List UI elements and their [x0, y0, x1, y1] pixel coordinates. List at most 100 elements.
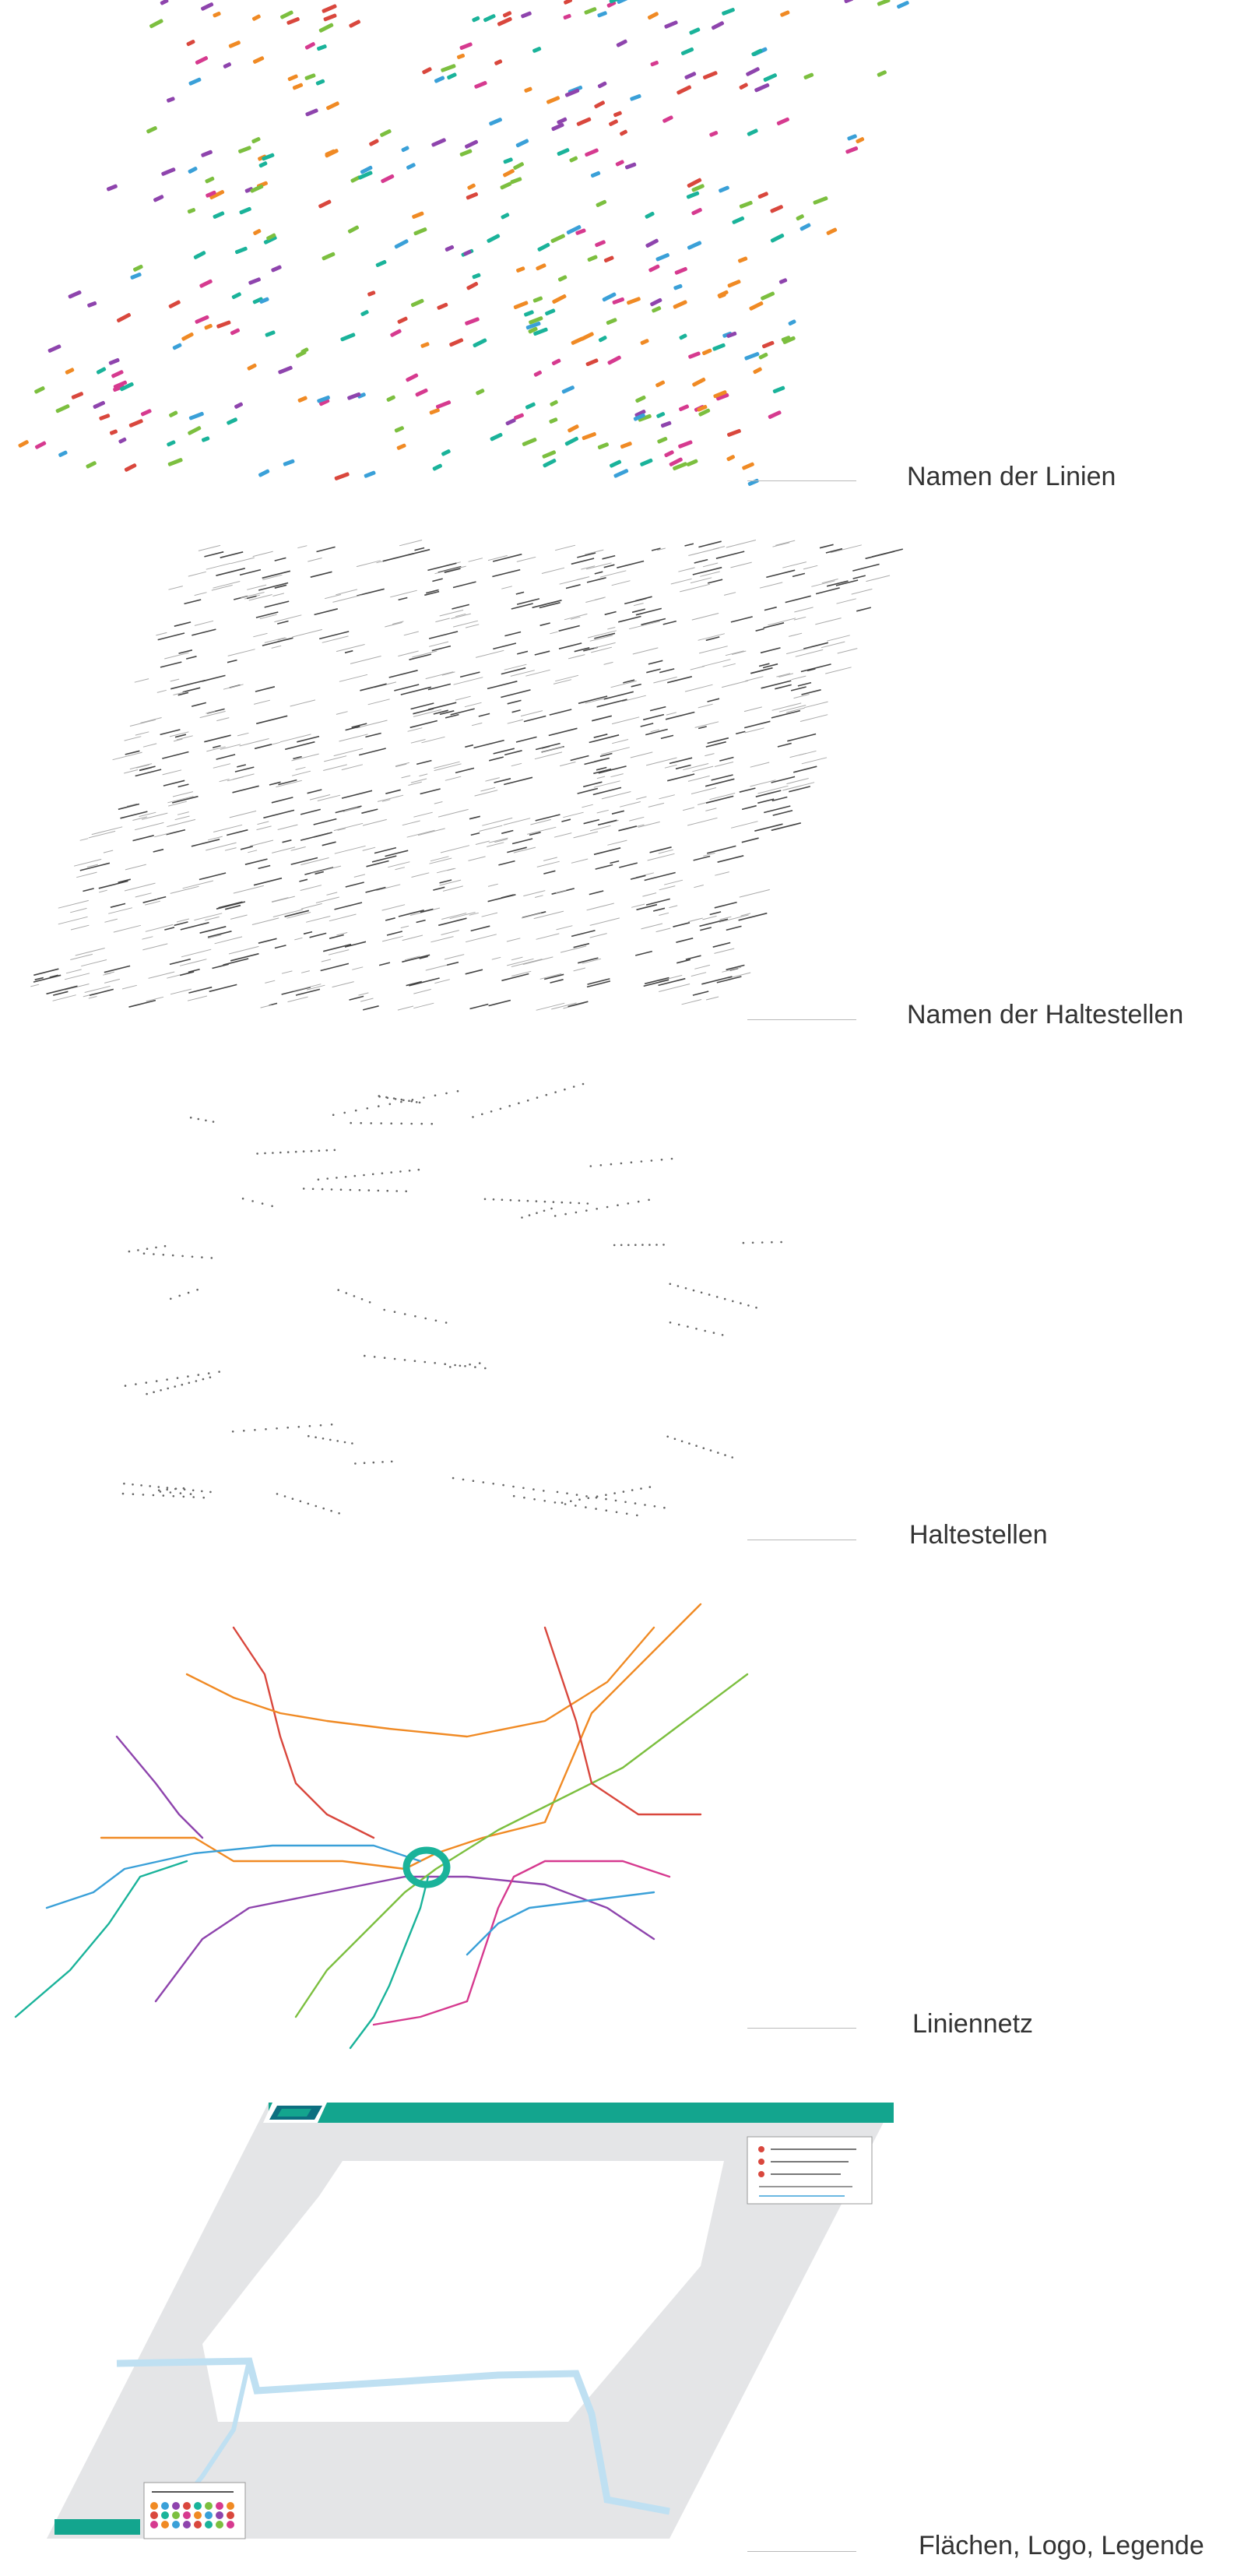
stop-name-text: [344, 649, 353, 654]
stop-name-text: [386, 931, 402, 936]
line-badge: [258, 469, 270, 477]
stop-dot: [349, 1188, 352, 1191]
network-line: [294, 1673, 749, 2018]
stop-name-text: [174, 815, 190, 821]
stop-dot: [201, 1256, 203, 1258]
stop-dot: [308, 1425, 311, 1427]
line-badge: [655, 253, 669, 262]
line-badge: [689, 27, 701, 35]
stop-name-text: [455, 767, 475, 774]
line-badge: [422, 67, 432, 75]
stop-name-text: [866, 575, 891, 582]
stop-name-text: [565, 584, 581, 589]
stop-name-text: [659, 885, 676, 891]
stop-name-text: [333, 822, 364, 832]
stop-name-text: [140, 717, 162, 723]
stop-name-text: [427, 562, 457, 572]
stop-name-text: [691, 787, 717, 794]
fare-zone-box: [143, 2482, 246, 2539]
stop-dot: [196, 1288, 199, 1291]
stop-name-text: [692, 566, 722, 575]
stop-dot: [354, 1462, 357, 1465]
stop-name-text: [474, 790, 498, 797]
stop-name-text: [162, 751, 189, 759]
stop-dot: [625, 1512, 628, 1515]
stop-dot: [152, 1494, 155, 1497]
stop-dot: [614, 1499, 617, 1502]
stop-name-text: [306, 984, 325, 991]
stop-name-text: [401, 775, 411, 779]
stop-dot: [456, 1089, 459, 1093]
line-badge: [431, 138, 446, 147]
stop-name-text: [543, 870, 556, 875]
stop-name-text: [410, 778, 427, 783]
stop-dot: [166, 1378, 168, 1381]
stop-name-text: [533, 910, 564, 920]
stop-dot: [666, 1435, 669, 1438]
stop-dot: [390, 1171, 393, 1174]
stop-name-text: [204, 551, 224, 558]
stop-name-text: [585, 597, 604, 603]
line-badge: [406, 373, 419, 382]
stop-name-text: [224, 847, 237, 851]
stop-dot: [585, 1209, 588, 1212]
stop-name-text: [775, 684, 792, 690]
line-badge: [753, 367, 762, 375]
stop-name-text: [300, 885, 322, 891]
line-badge: [130, 273, 142, 280]
line-badge: [687, 241, 702, 250]
stop-name-text: [52, 994, 76, 1001]
line-badge: [515, 139, 529, 148]
stop-name-text: [452, 581, 476, 589]
stop-name-text: [730, 616, 753, 623]
stop-name-text: [687, 817, 718, 826]
stop-dot: [518, 1199, 521, 1202]
line-badge: [251, 137, 261, 144]
stop-name-text: [536, 860, 560, 867]
line-badge: [167, 440, 176, 447]
line-badge: [788, 319, 796, 326]
stop-dot: [181, 1255, 184, 1258]
line-badge: [483, 14, 496, 23]
stop-name-text: [653, 676, 677, 684]
stop-name-text: [300, 808, 321, 815]
stop-name-text: [603, 691, 634, 700]
stop-name-text: [392, 621, 404, 625]
line-badge: [537, 243, 550, 252]
fare-zone-dot: [205, 2511, 213, 2519]
stop-name-text: [465, 969, 483, 975]
stop-dot: [338, 1512, 340, 1515]
line-badge: [585, 148, 599, 157]
stop-name-text: [274, 557, 286, 561]
line-badge: [770, 205, 783, 213]
stop-name-text: [406, 829, 435, 838]
stop-dot: [400, 1100, 402, 1103]
stop-name-text: [603, 564, 615, 568]
stop-name-text: [465, 624, 480, 628]
stop-dot: [286, 1151, 290, 1153]
stops-label: Haltestellen: [909, 1520, 1048, 1550]
stop-dot: [695, 1328, 698, 1330]
stop-dot: [704, 1329, 706, 1332]
stop-name-text: [305, 916, 331, 923]
stop-dot: [599, 1164, 603, 1167]
stop-name-text: [711, 774, 733, 781]
header-bar: [269, 2103, 894, 2123]
line-badge: [536, 263, 546, 271]
stop-dot: [279, 1151, 282, 1154]
line-badge: [597, 11, 607, 18]
line-badge: [420, 342, 430, 348]
line-badge: [634, 410, 646, 417]
stop-name-text: [653, 907, 666, 912]
stop-name-text: [445, 713, 459, 719]
line-badge: [109, 429, 118, 435]
line-badge: [349, 19, 361, 28]
line-badge: [660, 421, 672, 428]
stop-name-text: [449, 912, 476, 920]
stop-name-text: [363, 1005, 379, 1011]
stop-dot: [481, 1113, 483, 1116]
stop-name-text: [782, 561, 807, 568]
stop-name-text: [583, 818, 599, 825]
stop-name-text: [344, 807, 358, 811]
stop-names-label: Namen der Haltestellen: [907, 1000, 1184, 1029]
